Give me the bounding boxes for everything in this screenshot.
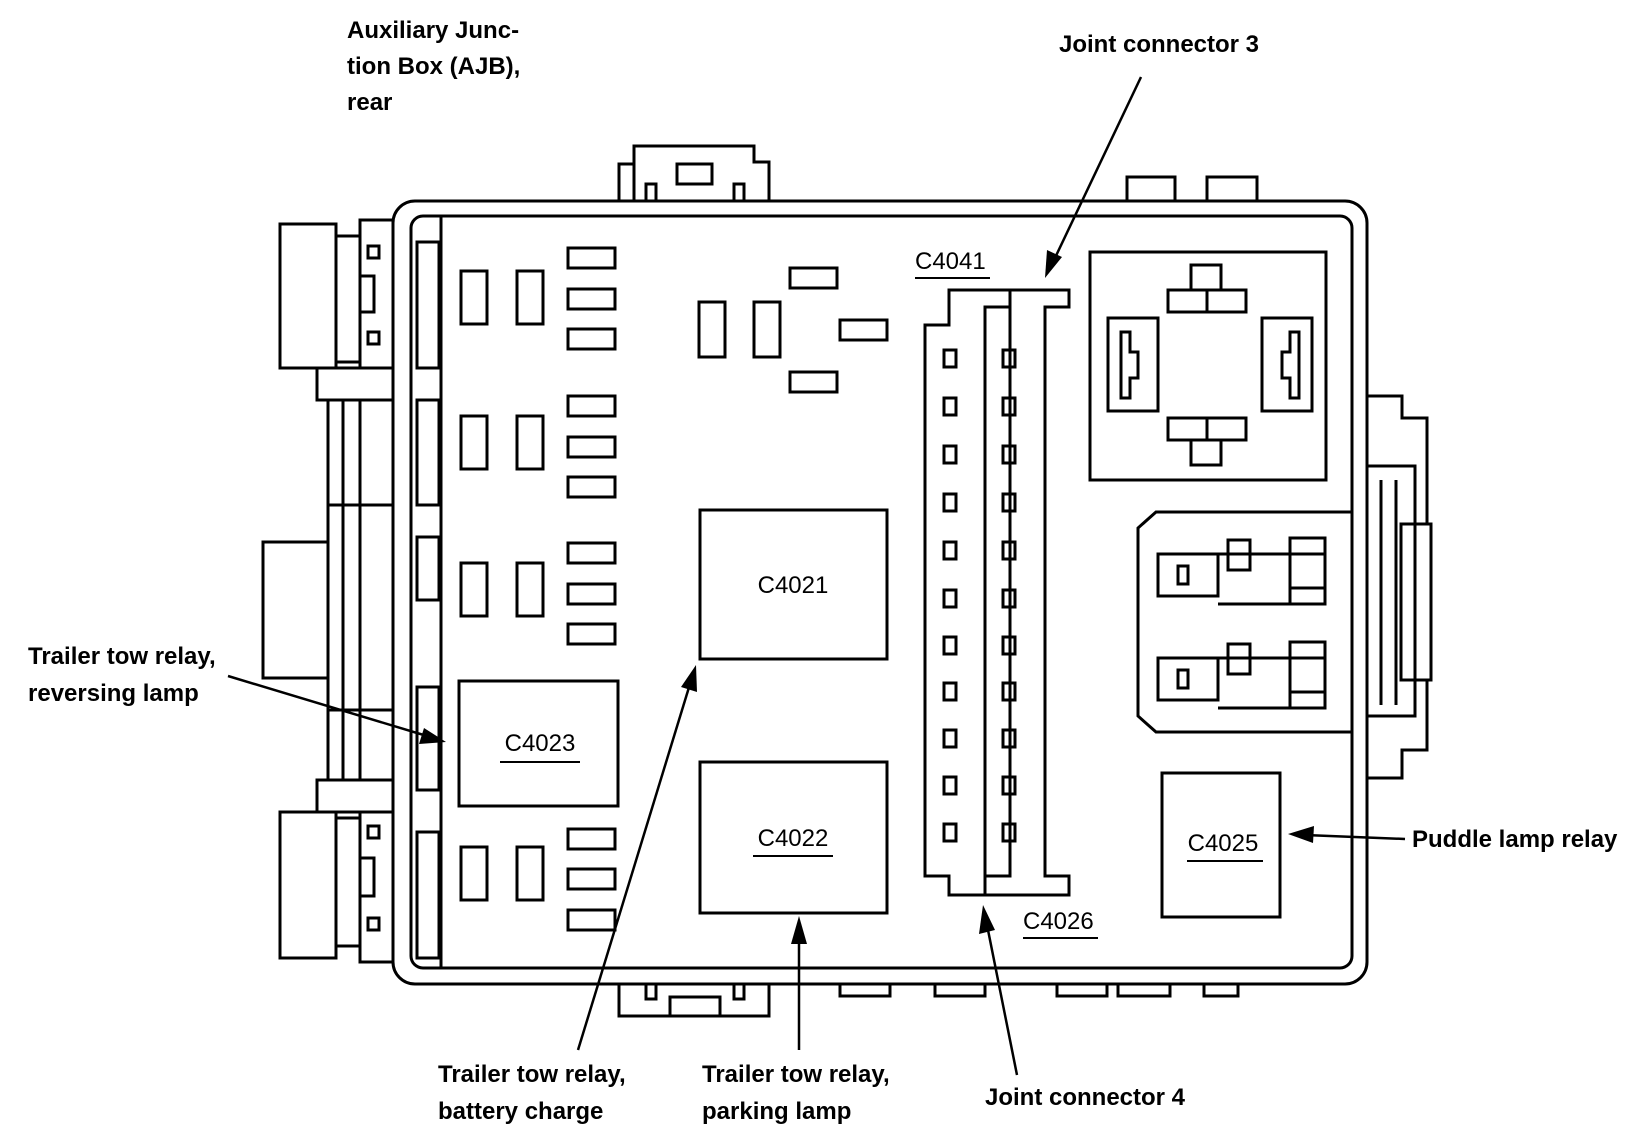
ajb-label-line1: Auxiliary Junc- [347, 17, 519, 44]
parking-lamp-label-line2: parking lamp [702, 1098, 851, 1125]
c4022-label: C4022 [758, 825, 829, 852]
fuse-group-4 [459, 827, 617, 932]
top-right-tabs [1125, 175, 1259, 201]
reversing-lamp-label-line1: Trailer tow relay, [28, 643, 216, 670]
leader-joint-4 [979, 905, 1019, 1076]
leader-joint-3 [1045, 76, 1143, 278]
housing [391, 199, 1369, 986]
relay-socket [1088, 250, 1328, 482]
fuse-group-3 [459, 541, 617, 646]
relay-c4021: C4021 [698, 508, 889, 661]
callout-battery: Trailer tow relay, battery charge [438, 1061, 626, 1125]
c4041-label: C4041 [915, 248, 986, 275]
fuse-group-2 [459, 394, 617, 499]
callout-ajb: Auxiliary Junc- tion Box (AJB), rear [347, 17, 520, 116]
bottom-connector [617, 982, 771, 1018]
parking-lamp-label-line1: Trailer tow relay, [702, 1061, 890, 1088]
ajb-label-line2: tion Box (AJB), [347, 53, 520, 80]
fuse-group-1 [459, 246, 617, 351]
joint-connector-pins [942, 348, 1017, 843]
ajb-label-line3: rear [347, 89, 392, 116]
right-connector [1367, 394, 1433, 780]
relay-c4022: C4022 [698, 760, 889, 915]
c4025-label: C4025 [1188, 830, 1259, 857]
c4021-label: C4021 [758, 572, 829, 599]
leader-parking [791, 916, 807, 1050]
left-connectors [261, 218, 395, 964]
fuse-group-top-center [697, 266, 889, 394]
joint-connector-3-label: Joint connector 3 [1059, 31, 1259, 58]
left-strip-slots [415, 240, 441, 960]
leader-reversing [227, 674, 446, 744]
relay-c4025: C4025 [1160, 771, 1282, 919]
reversing-lamp-label-line2: reversing lamp [28, 680, 199, 707]
bottom-tabs [838, 982, 1240, 998]
callout-parking: Trailer tow relay, parking lamp [702, 1061, 890, 1125]
joint-connector-4-label: Joint connector 4 [985, 1084, 1186, 1111]
right-module [1136, 510, 1354, 734]
leader-battery [576, 665, 697, 1051]
c4023-label: C4023 [505, 730, 576, 757]
c4026-label: C4026 [1023, 908, 1094, 935]
relay-c4023: C4023 [457, 679, 620, 808]
joint-connector-assembly [923, 288, 1071, 897]
battery-charge-label-line2: battery charge [438, 1098, 603, 1125]
top-connector [617, 144, 771, 203]
battery-charge-label-line1: Trailer tow relay, [438, 1061, 626, 1088]
callout-reversing: Trailer tow relay, reversing lamp [28, 643, 216, 707]
leader-puddle [1288, 826, 1406, 843]
puddle-lamp-label: Puddle lamp relay [1412, 826, 1618, 853]
